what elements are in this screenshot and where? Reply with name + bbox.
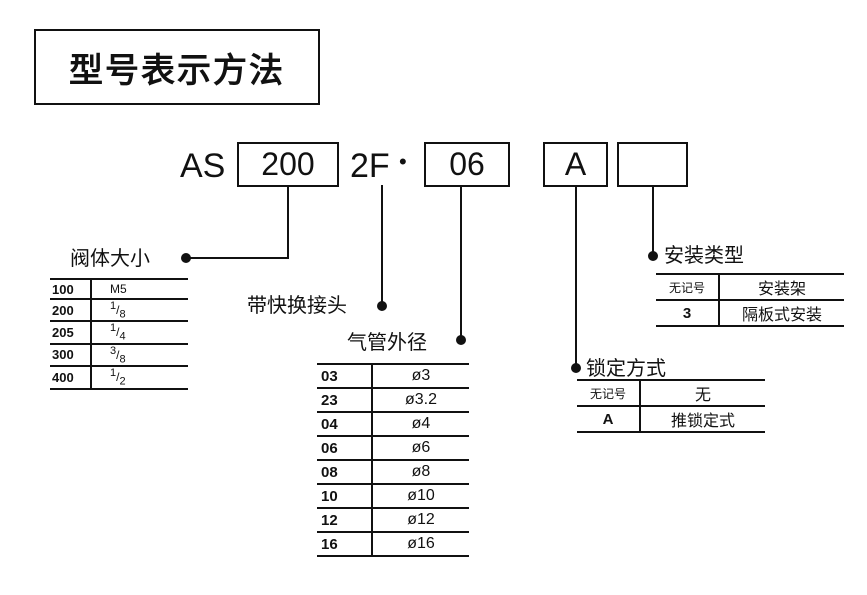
table-row: 无记号安装架: [656, 273, 844, 301]
lock-code: 无记号: [577, 379, 641, 407]
code-lock-box: A: [543, 142, 608, 187]
table-row: 无记号无: [577, 379, 765, 407]
tube-diameter: ø8: [372, 460, 469, 485]
tube-diameter: ø3: [372, 363, 469, 389]
fraction-denominator: 8: [119, 353, 126, 366]
fraction-denominator: 2: [119, 375, 126, 388]
fraction-denominator: 8: [119, 308, 126, 321]
body-size-thread: 1/4: [91, 321, 188, 345]
mount-type: 隔板式安装: [719, 300, 844, 327]
lock-type: 无: [640, 379, 765, 407]
fraction-slash: /: [116, 370, 120, 385]
tube-code: 06: [317, 436, 373, 461]
fraction-slash: /: [116, 347, 120, 362]
tube-code: 08: [317, 460, 373, 485]
body-size-thread: 3/8: [91, 343, 188, 368]
mount-label: 安装类型: [664, 243, 744, 267]
lock-type: 推锁定式: [640, 406, 765, 433]
lock-label: 锁定方式: [586, 356, 666, 380]
tube-diameter: ø12: [372, 508, 469, 533]
tube-diameter: ø3.2: [372, 388, 469, 413]
tube-code: 04: [317, 412, 373, 437]
mount-code: 无记号: [656, 273, 720, 301]
code-tube-box: 06: [424, 142, 510, 187]
body-size-thread: M5: [91, 278, 188, 300]
mount-code: 3: [656, 300, 720, 327]
tube-code: 03: [317, 363, 373, 389]
body-size-label: 阀体大小: [70, 246, 150, 270]
body-size-code: 200: [50, 299, 92, 323]
body-size-leader-dot: [181, 253, 191, 263]
fraction-numerator: 1: [110, 322, 117, 335]
tube-diameter: ø4: [372, 412, 469, 437]
fraction-slash: /: [116, 303, 120, 317]
body-size-code: 205: [50, 321, 92, 345]
tube-code: 10: [317, 484, 373, 509]
tube-od-label: 气管外径: [347, 330, 427, 354]
tube-code: 16: [317, 532, 373, 557]
fraction-denominator: 4: [119, 330, 126, 343]
tube-code: 12: [317, 508, 373, 533]
fraction-numerator: 1: [110, 300, 117, 312]
tube-diameter: ø6: [372, 436, 469, 461]
code-size-box: 200: [237, 142, 339, 187]
body-size-thread: 1/2: [91, 366, 188, 390]
body-size-thread: 1/8: [91, 299, 188, 323]
body-size-code: 400: [50, 366, 92, 390]
tube-code: 23: [317, 388, 373, 413]
body-size-code: 300: [50, 343, 92, 368]
code-separator-dot: •: [399, 149, 407, 174]
fraction-numerator: 1: [110, 367, 117, 380]
body-size-code: 100: [50, 278, 92, 300]
fraction-slash: /: [116, 325, 120, 340]
code-prefix: AS: [180, 147, 226, 185]
lock-code: A: [577, 406, 641, 433]
tube-diameter: ø10: [372, 484, 469, 509]
tube-leader-dot: [456, 335, 466, 345]
code-fitting: 2F: [350, 147, 390, 185]
tube-diameter: ø16: [372, 532, 469, 557]
lock-leader-dot: [571, 363, 581, 373]
fitting-label: 带快换接头: [247, 293, 347, 317]
mount-leader-dot: [648, 251, 658, 261]
page-title: 型号表示方法: [34, 29, 320, 105]
code-mount-box: [617, 142, 688, 187]
fitting-leader-dot: [377, 301, 387, 311]
fraction-numerator: 3: [110, 344, 117, 357]
mount-type: 安装架: [719, 273, 844, 301]
body-size-leader: [188, 187, 289, 259]
